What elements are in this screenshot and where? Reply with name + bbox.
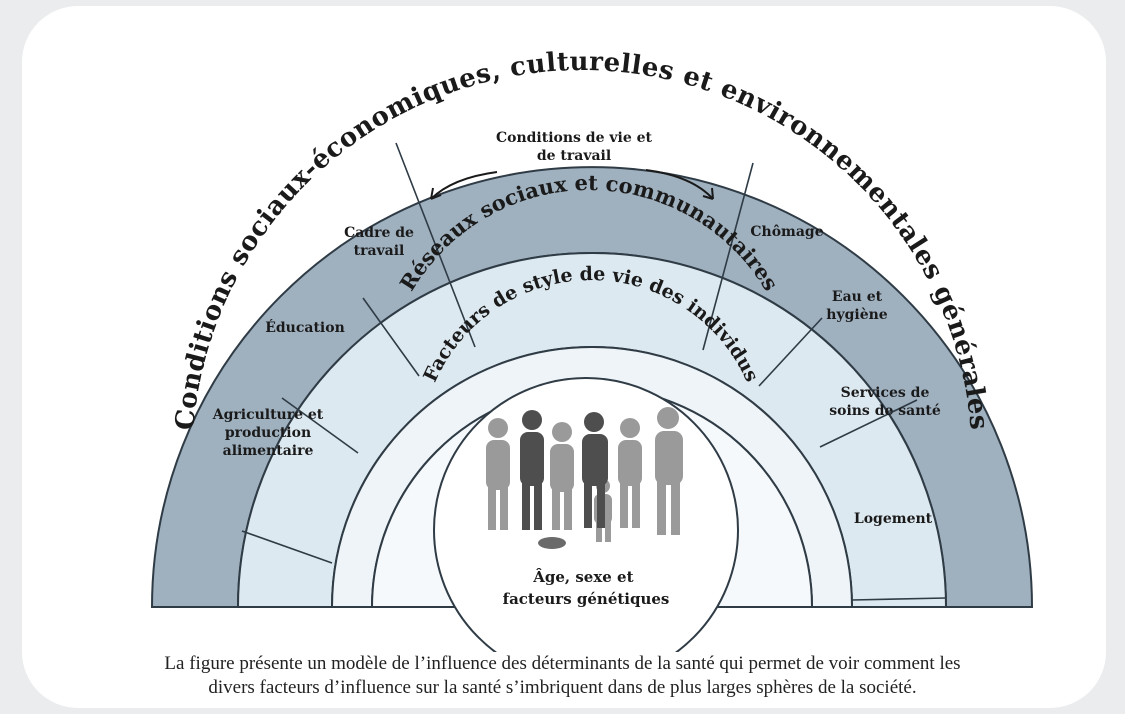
sector-label-chomage: Chômage (750, 224, 823, 240)
caption-line-1: La figure présente un modèle de l’influe… (164, 653, 961, 674)
arrows (430, 169, 714, 200)
sector-label-education: Éducation (265, 318, 345, 336)
people-silhouettes (486, 407, 683, 549)
sector-dividers (241, 142, 947, 601)
figure-caption: La figure présente un modèle de l’influe… (0, 652, 1125, 700)
caption-line-2: divers facteurs d’influence sur la santé… (208, 677, 917, 698)
determinants-diagram: Conditions sociaux-économiques, culturel… (150, 47, 1034, 652)
core-label: Âge, sexe et facteurs génétiques (503, 568, 670, 608)
sector-label-logement: Logement (854, 511, 933, 527)
